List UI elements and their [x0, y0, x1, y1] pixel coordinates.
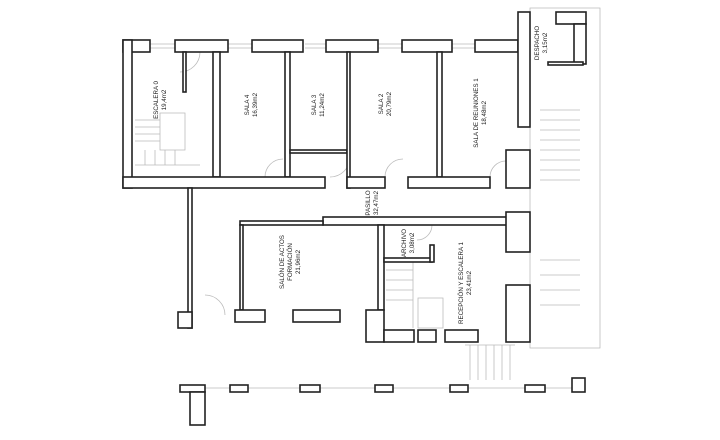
room-name: SALA 2: [378, 93, 385, 114]
wall: [505, 284, 531, 343]
wall: [444, 329, 479, 343]
wall: [239, 224, 244, 311]
wall: [212, 51, 221, 178]
room-area: 20,79m2: [386, 91, 393, 116]
wall: [289, 149, 348, 154]
wall: [571, 377, 586, 393]
stairs-1: [386, 262, 444, 329]
room-area: 21,96m2: [295, 249, 302, 274]
wall: [182, 51, 187, 93]
wall: [517, 11, 531, 128]
wall: [239, 220, 324, 226]
room-area: 11,24m2: [319, 93, 326, 117]
wall: [122, 176, 326, 189]
entrance-steps: [465, 344, 515, 380]
wall: [383, 257, 433, 263]
wall: [122, 39, 133, 189]
door-swings: [179, 51, 507, 316]
wall: [436, 51, 443, 178]
wall: [189, 391, 206, 426]
wall: [449, 384, 469, 393]
wall: [234, 309, 266, 323]
room-name: SALA 3: [311, 94, 318, 115]
wall: [377, 224, 385, 311]
wall: [229, 384, 249, 393]
room-name: SALA 4: [244, 94, 251, 115]
wall: [251, 39, 304, 53]
wall: [555, 11, 587, 25]
wall: [573, 23, 587, 65]
room-area: 3,15m2: [542, 32, 549, 53]
stairs-right-lower: [540, 259, 580, 306]
room-area: 19,4m2: [161, 89, 168, 110]
wall: [429, 244, 435, 263]
room-area: 3,08m2: [409, 232, 416, 253]
wall: [407, 176, 491, 189]
wall: [474, 39, 519, 53]
wall: [325, 39, 379, 53]
room-area: 23,41m2: [466, 270, 473, 295]
wall: [374, 384, 394, 393]
walls: [122, 11, 587, 426]
stairs-right-upper: [540, 109, 580, 181]
room-name: PASILLO: [365, 190, 372, 216]
room-name: SALÓN DE ACTOS: [279, 235, 286, 289]
room-name: ESCALERA 0: [153, 81, 160, 119]
room-area: 16,39m2: [252, 92, 259, 117]
wall: [187, 187, 193, 329]
wall: [524, 384, 546, 393]
wall: [365, 309, 385, 343]
wall: [177, 311, 193, 329]
room-name: FORMACIÓN: [287, 243, 294, 281]
wall: [401, 39, 453, 53]
wall: [179, 384, 206, 393]
wall: [346, 51, 351, 189]
wall: [417, 329, 437, 343]
windows: [150, 43, 475, 49]
room-name: SALA DE REUNIONES 1: [473, 78, 480, 148]
room-area: 32,47m2: [373, 190, 380, 215]
stairs-0: [135, 112, 200, 166]
wall: [299, 384, 321, 393]
wall: [284, 51, 291, 178]
room-name: RECEPCIÓN Y ESCALERA 1: [458, 241, 465, 324]
room-name: DESPACHO: [534, 26, 541, 60]
wall: [292, 309, 341, 323]
wall: [174, 39, 229, 53]
wall: [322, 216, 509, 226]
room-name: ARCHIVO: [401, 229, 408, 257]
wall: [505, 149, 531, 189]
wall: [547, 61, 584, 66]
wall: [383, 329, 415, 343]
room-area: 18,48m2: [481, 100, 488, 125]
wall: [505, 211, 531, 253]
wall: [346, 176, 386, 189]
